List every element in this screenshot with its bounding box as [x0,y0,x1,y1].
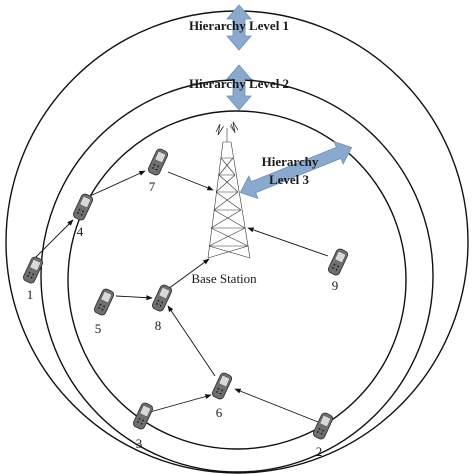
mobile-node-4-icon [71,192,95,222]
mobile-node-5-icon [92,287,116,317]
link-4-to-7 [89,170,146,197]
base-station-tower-icon [207,121,251,259]
hierarchy-level-1-label: Hierarchy Level 1 [189,18,289,33]
node-label-6: 6 [216,405,223,420]
link-3-to-6 [149,394,212,413]
link-1-to-4 [35,219,74,258]
level1-double-arrow [226,4,252,51]
mobile-node-7-icon [146,147,170,177]
mobile-node-2-icon [311,411,335,441]
hierarchy-level-3-label-line1: Hierarchy [262,154,319,169]
link-6-to-8 [167,305,216,377]
node-label-1: 1 [27,287,34,302]
link-2-to-6 [234,388,319,423]
node-label-2: 2 [316,444,323,459]
mobile-node-6-icon [210,371,234,401]
hierarchy-level-3-label-line2: Level 3 [269,172,310,187]
node-label-3: 3 [136,436,143,451]
node-label-5: 5 [95,321,102,336]
link-9-to-base [247,227,329,257]
base-station-label: Base Station [191,271,257,286]
node-label-8: 8 [155,318,162,333]
mobile-node-9-icon [326,247,350,277]
link-8-to-base [167,258,210,290]
hierarchy-ring-3 [67,110,407,450]
link-7-to-base [167,171,214,191]
node-label-4: 4 [77,224,84,239]
level2-double-arrow [226,64,252,111]
hierarchy-level-2-label: Hierarchy Level 2 [189,76,289,91]
link-5-to-8 [115,295,153,301]
node-label-9: 9 [332,278,339,293]
level3-double-arrow [239,140,353,200]
node-label-7: 7 [149,179,156,194]
